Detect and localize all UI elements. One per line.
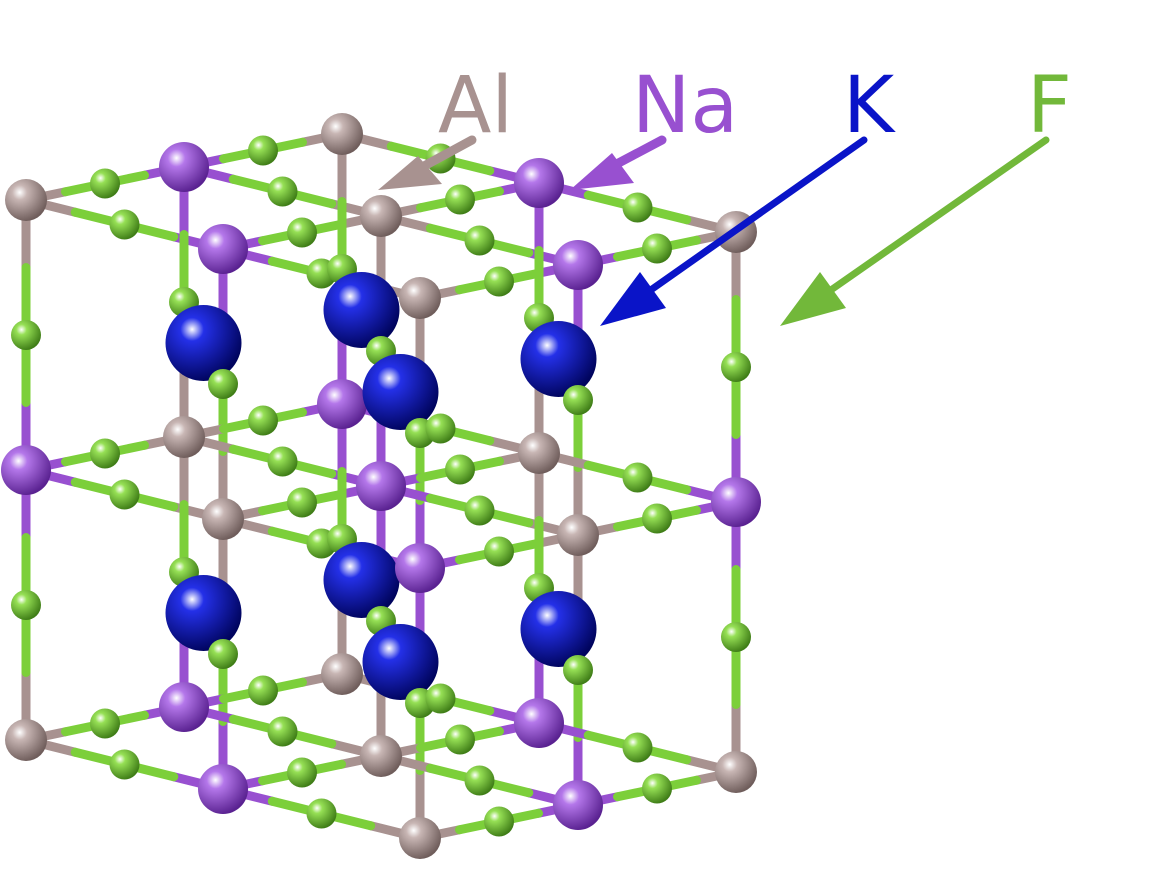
f-atom	[267, 716, 298, 747]
al-atom	[321, 113, 363, 155]
al-atom	[399, 277, 441, 319]
al-atom	[202, 498, 244, 540]
f-atom	[484, 266, 514, 297]
k-atom	[165, 305, 242, 381]
f-atom	[90, 708, 120, 739]
f-atom	[109, 479, 140, 510]
na-atom	[1, 445, 51, 495]
al-atom	[518, 432, 560, 474]
label-na: Na	[632, 61, 738, 151]
label-al: Al	[438, 61, 513, 151]
al-atom	[360, 735, 402, 777]
na-atom	[711, 477, 761, 527]
al-atom	[360, 195, 402, 237]
al-atom	[715, 751, 757, 793]
f-atom	[287, 487, 317, 518]
f-atom	[622, 732, 653, 763]
f-atom	[90, 438, 120, 469]
al-atom	[321, 653, 363, 695]
na-atom	[553, 780, 603, 830]
f-atom	[90, 168, 120, 199]
arrow-k	[600, 136, 868, 326]
na-atom	[514, 158, 564, 208]
f-atom	[306, 798, 337, 829]
f-atom	[622, 192, 653, 223]
f-atom	[109, 749, 140, 780]
na-atom	[198, 764, 248, 814]
f-atom	[484, 806, 514, 837]
k-atom	[520, 591, 597, 667]
k-atom	[520, 321, 597, 397]
na-atom	[159, 142, 209, 192]
al-atom	[557, 514, 599, 556]
na-atom	[198, 224, 248, 274]
f-atom	[642, 233, 672, 264]
element-labels: Al Na K F	[438, 61, 1072, 151]
na-atom	[514, 698, 564, 748]
atoms-layer	[1, 113, 761, 859]
f-atom	[11, 320, 41, 350]
f-atom	[464, 225, 495, 256]
label-k: K	[843, 61, 896, 151]
f-atom	[208, 639, 238, 669]
na-atom	[553, 240, 603, 290]
k-atom	[362, 354, 439, 430]
f-atom	[425, 683, 456, 714]
k-atom	[323, 542, 400, 618]
al-atom	[399, 817, 441, 859]
f-atom	[445, 184, 475, 215]
f-atom	[642, 503, 672, 534]
f-atom	[721, 352, 751, 382]
f-atom	[267, 446, 298, 477]
f-atom	[248, 405, 278, 436]
f-atom	[208, 369, 238, 399]
k-atom	[165, 575, 242, 651]
f-atom	[642, 773, 672, 804]
al-atom	[5, 179, 47, 221]
al-atom	[163, 416, 205, 458]
al-atom	[5, 719, 47, 761]
f-atom	[464, 495, 495, 526]
f-atom	[287, 757, 317, 788]
k-atom	[323, 272, 400, 348]
f-atom	[445, 454, 475, 485]
na-atom	[395, 543, 445, 593]
k-atom	[362, 624, 439, 700]
arrow-al	[378, 135, 477, 190]
arrows	[378, 135, 1050, 326]
f-atom	[248, 675, 278, 706]
f-atom	[11, 590, 41, 620]
na-atom	[159, 682, 209, 732]
na-atom	[317, 379, 367, 429]
na-atom	[356, 461, 406, 511]
f-atom	[445, 724, 475, 755]
f-atom	[563, 385, 593, 415]
f-atom	[563, 655, 593, 685]
f-atom	[267, 176, 298, 207]
label-f: F	[1027, 61, 1072, 151]
f-atom	[484, 536, 514, 567]
f-atom	[425, 413, 456, 444]
f-atom	[287, 217, 317, 248]
f-atom	[109, 209, 140, 240]
f-atom	[622, 462, 653, 493]
f-atom	[248, 135, 278, 166]
arrow-na	[570, 135, 667, 190]
arrow-f	[780, 136, 1050, 326]
f-atom	[464, 765, 495, 796]
f-atom	[721, 622, 751, 652]
